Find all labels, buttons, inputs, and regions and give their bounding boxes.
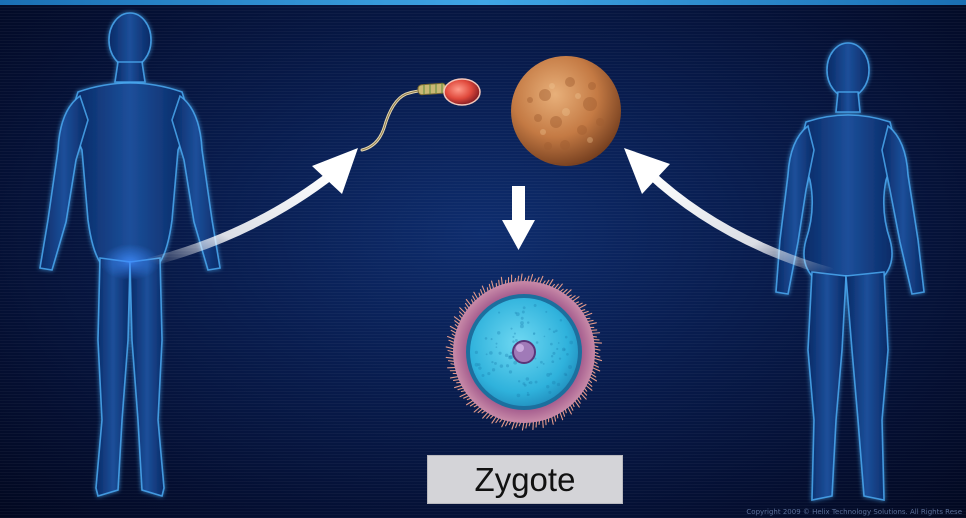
sperm-cell-icon <box>360 78 481 152</box>
copyright-text: Copyright 2009 © Helix Technology Soluti… <box>746 508 962 516</box>
zygote-label: Zygote <box>474 460 576 498</box>
zygote-cell-icon <box>445 273 603 431</box>
female-figure-icon <box>775 42 925 501</box>
down-arrow-icon <box>502 186 535 250</box>
egg-cell-icon <box>511 56 621 166</box>
egg-path-arrow <box>624 148 835 277</box>
sperm-path-arrow <box>145 148 358 267</box>
zygote-label-box: Zygote <box>427 455 623 504</box>
male-figure-icon <box>39 12 221 498</box>
top-accent-bar <box>0 0 966 5</box>
